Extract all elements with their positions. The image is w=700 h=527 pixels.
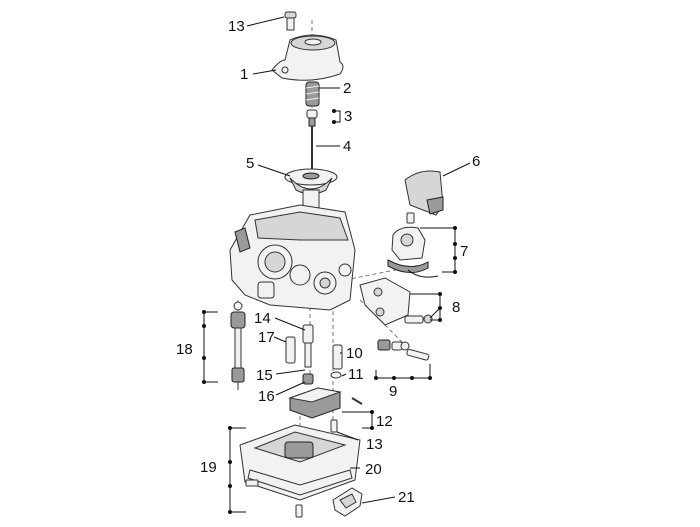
label-13-bowl: 13 [366,436,383,453]
clip-11 [330,371,342,379]
label-18: 18 [176,341,193,358]
mixture-screw-set [377,339,430,361]
label-11: 11 [348,366,364,383]
jets-14-17 [285,324,314,385]
spring [305,81,320,107]
label-14: 14 [254,310,271,327]
choke-device [387,212,439,278]
float-bowl [239,424,361,501]
label-6: 6 [472,153,480,170]
screw-bowl [330,419,338,433]
bracket-clamp [332,487,363,517]
label-3: 3 [344,108,352,125]
float-pair [288,387,363,419]
label-9: 9 [389,383,397,400]
label-19: 19 [200,459,217,476]
label-12: 12 [376,413,393,430]
label-4: 4 [343,138,351,155]
part-number-labels: 13 1 2 3 4 5 6 7 8 9 10 11 12 13 14 15 1… [176,18,480,506]
jet-10 [332,344,343,370]
label-13-top: 13 [228,18,245,35]
label-21: 21 [398,489,415,506]
label-1: 1 [240,66,248,83]
leader-lines [246,16,471,504]
label-16: 16 [258,388,275,405]
label-7: 7 [460,243,468,260]
needle-valve-assembly [230,301,246,390]
label-20: 20 [365,461,382,478]
label-5: 5 [246,155,254,172]
group-brackets [202,109,457,514]
label-17: 17 [258,329,275,346]
screw-top [284,11,297,31]
bowl-screws [245,479,303,518]
choke-bracket [359,277,433,326]
label-15: 15 [256,367,273,384]
label-8: 8 [452,299,460,316]
carburetor-body [229,204,356,311]
needle-holder [306,109,318,127]
carburetor-top-cover [271,34,344,81]
label-2: 2 [343,80,351,97]
label-10: 10 [346,345,363,362]
choke-cover-cap [404,170,444,216]
